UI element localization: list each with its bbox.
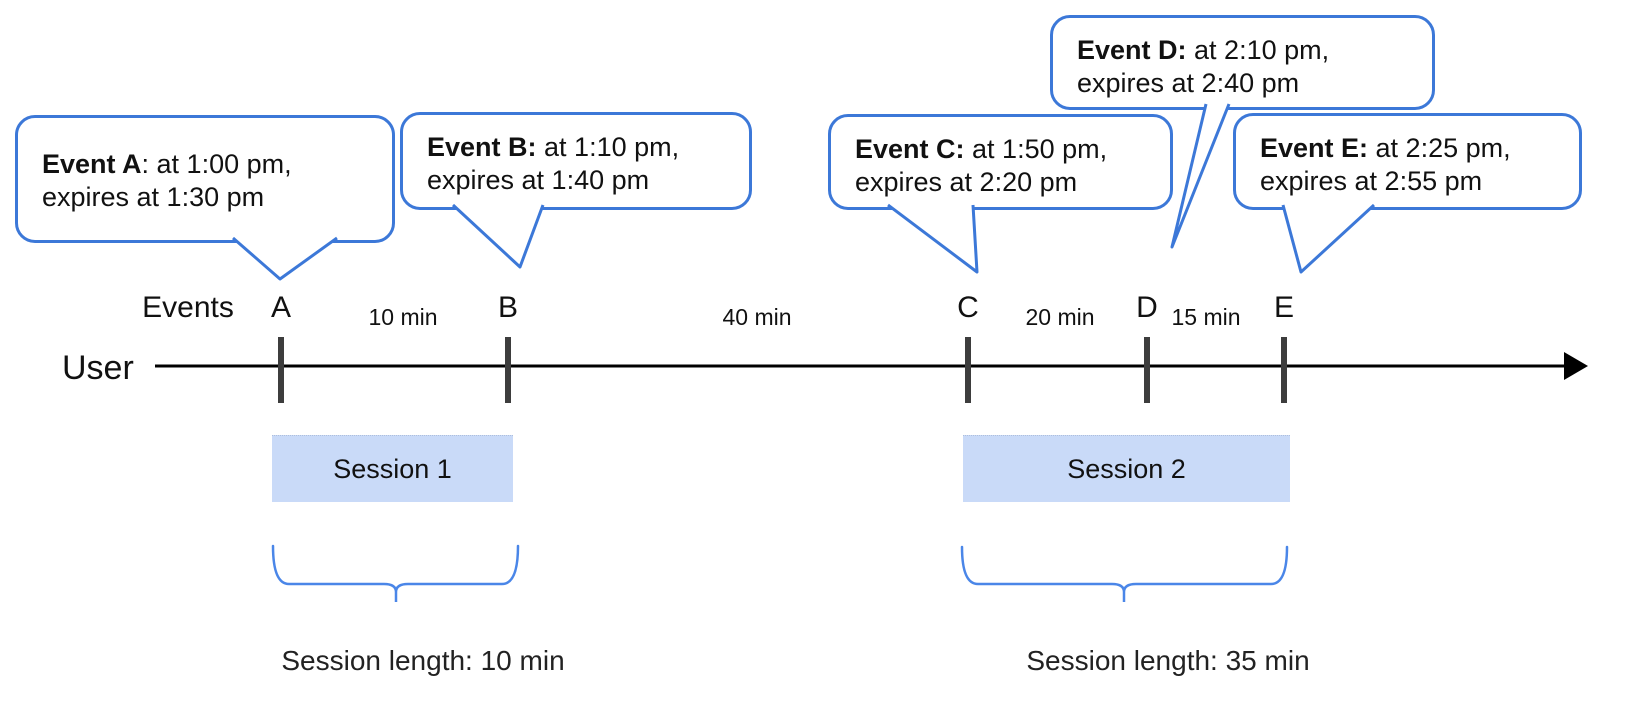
bubble-tail-d xyxy=(1170,103,1231,249)
session-1-label: Session 1 xyxy=(333,453,452,484)
bubble-tail-a xyxy=(232,236,338,281)
event-e-line2: expires at 2:55 pm xyxy=(1260,166,1483,196)
tick-mark-a xyxy=(278,337,284,403)
user-axis-label: User xyxy=(62,349,134,387)
session-2-length-label: Session length: 35 min xyxy=(1026,645,1310,676)
interval-label-b-c: 40 min xyxy=(722,304,792,330)
interval-label-d-e: 15 min xyxy=(1171,304,1241,330)
session-1-brace xyxy=(271,544,520,602)
bubble-tail-b xyxy=(451,203,545,269)
event-bubble-b: Event B: at 1:10 pm, expires at 1:40 pm xyxy=(400,112,752,210)
tick-mark-e xyxy=(1281,337,1287,403)
event-b-line2: expires at 1:40 pm xyxy=(427,165,650,195)
tick-label-e: E xyxy=(1273,291,1294,324)
event-bubble-e: Event E: at 2:25 pm, expires at 2:55 pm xyxy=(1233,113,1582,210)
bubble-tail-c xyxy=(887,203,979,274)
session-2-box: Session 2 xyxy=(963,435,1290,502)
tick-mark-c xyxy=(965,337,971,403)
interval-label-a-b: 10 min xyxy=(368,304,438,330)
event-b-line1: Event B: at 1:10 pm, xyxy=(427,132,680,162)
event-d-line1: Event D: at 2:10 pm, xyxy=(1077,35,1330,65)
interval-label-c-d: 20 min xyxy=(1025,304,1095,330)
session-2-brace xyxy=(960,545,1289,602)
tick-label-b: B xyxy=(497,291,518,324)
tick-mark-d xyxy=(1144,337,1150,403)
event-bubble-c: Event C: at 1:50 pm, expires at 2:20 pm xyxy=(828,114,1173,210)
session-1-box: Session 1 xyxy=(272,435,513,502)
tick-mark-b xyxy=(505,337,511,403)
bubble-tail-e xyxy=(1281,203,1376,274)
tick-label-d: D xyxy=(1136,291,1158,324)
event-bubble-a: Event A: at 1:00 pm, expires at 1:30 pm xyxy=(15,115,395,243)
event-a-line2: expires at 1:30 pm xyxy=(42,182,265,212)
timeline-arrowhead-icon xyxy=(1564,352,1588,380)
event-e-line1: Event E: at 2:25 pm, xyxy=(1260,133,1511,163)
event-d-line2: expires at 2:40 pm xyxy=(1077,68,1300,98)
tick-label-a: A xyxy=(270,291,291,324)
event-c-line1: Event C: at 1:50 pm, xyxy=(855,134,1108,164)
event-a-line1: Event A: at 1:00 pm, xyxy=(42,149,292,179)
session-2-label: Session 2 xyxy=(1067,453,1186,484)
session-1-length-label: Session length: 10 min xyxy=(281,645,565,676)
event-c-line2: expires at 2:20 pm xyxy=(855,167,1078,197)
event-bubble-d: Event D: at 2:10 pm, expires at 2:40 pm xyxy=(1050,15,1435,110)
tick-label-c: C xyxy=(957,291,979,324)
events-axis-label: Events xyxy=(142,291,234,324)
